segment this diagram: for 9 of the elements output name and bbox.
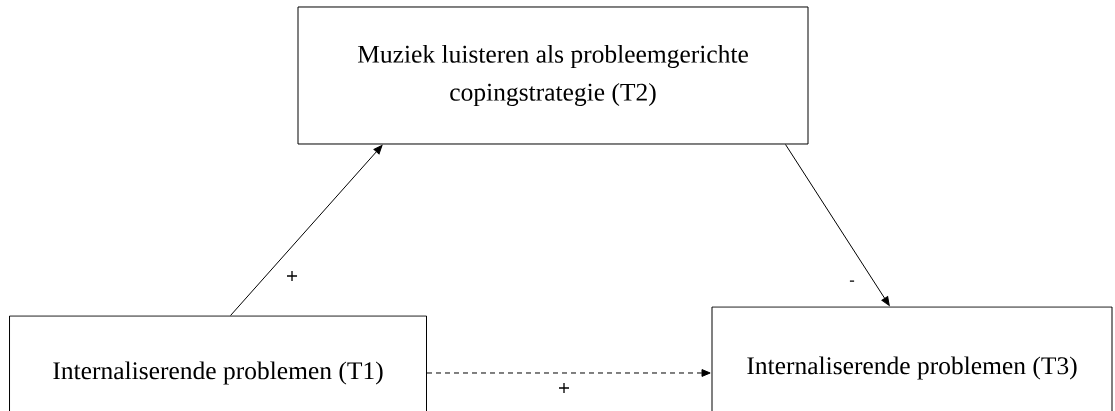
edge-label: -	[848, 279, 856, 287]
edge-label: +	[284, 269, 300, 282]
arrow	[230, 145, 383, 316]
process-box: Internaliserende problemen (T3)	[711, 306, 1113, 411]
process-box: Muziek luisteren als probleemgerichte copingstrategie (T2)	[297, 6, 809, 145]
arrow	[785, 144, 890, 306]
arrow	[426, 369, 711, 377]
process-box: Internaliserende problemen (T1)	[9, 315, 427, 411]
edge-label: +	[556, 382, 572, 394]
